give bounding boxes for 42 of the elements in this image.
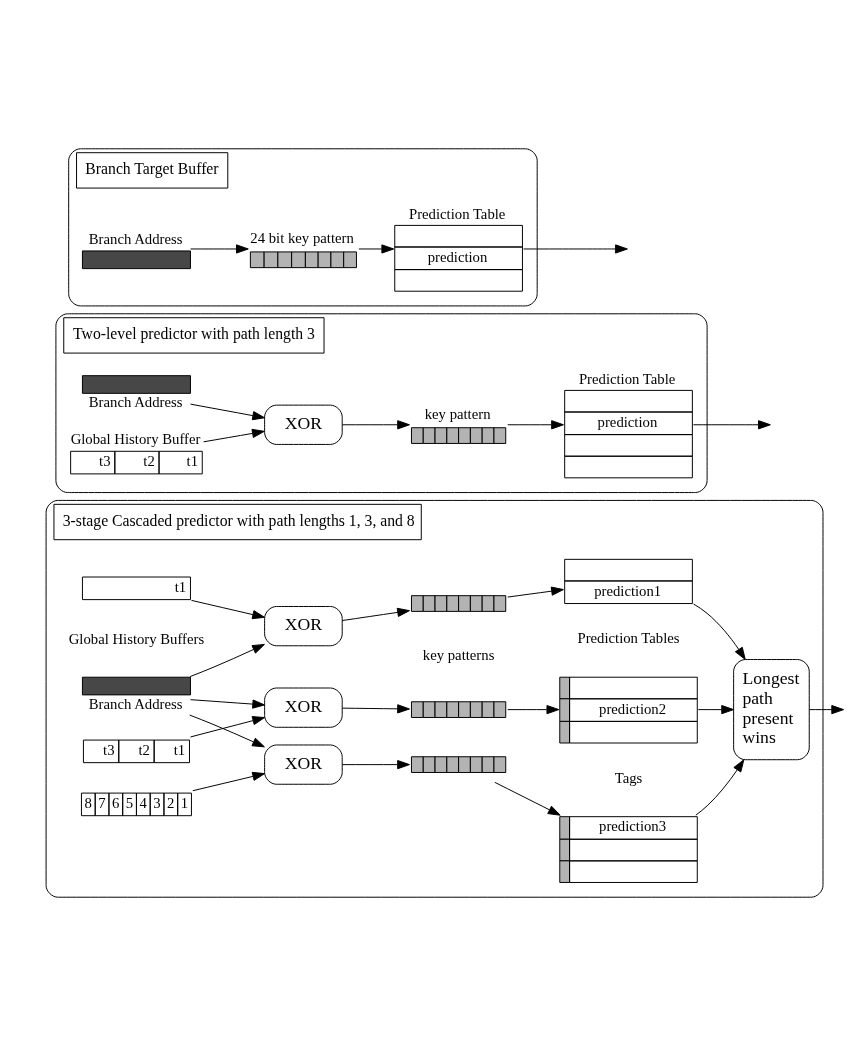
node-box: XOR — [264, 606, 343, 647]
arrow — [697, 705, 735, 715]
arrow — [494, 781, 561, 816]
node-box: Longest path present wins — [733, 659, 810, 761]
label: Tags — [614, 769, 643, 786]
arrow — [695, 759, 745, 816]
arrow — [341, 607, 410, 622]
node-label: Branch Address — [88, 231, 183, 248]
label: Prediction Tables — [577, 630, 680, 647]
node-box: XOR — [264, 687, 343, 728]
arrow — [507, 586, 564, 598]
arrow — [523, 244, 628, 254]
arrow — [341, 704, 410, 714]
arrow — [189, 643, 265, 678]
node-label: Prediction Table — [578, 370, 676, 387]
node-box: XOR — [264, 404, 343, 445]
arrow — [190, 244, 249, 254]
node-box: XOR — [264, 744, 343, 785]
label: Global History Buffers — [68, 631, 205, 648]
node-box: t1 — [81, 576, 191, 601]
arrow — [190, 599, 265, 620]
arrow — [189, 714, 265, 748]
arrow — [192, 771, 266, 792]
node-label: key pattern — [424, 405, 491, 422]
arrow — [358, 244, 395, 254]
arrow — [507, 705, 560, 715]
arrow — [190, 716, 266, 738]
arrow — [190, 403, 266, 421]
node-label: 24 bit key pattern — [250, 230, 354, 247]
arrow — [190, 699, 266, 709]
node-label: Prediction Table — [409, 205, 506, 222]
node-label: Global History Buffer — [70, 431, 201, 448]
arrow — [693, 603, 746, 660]
node-label: Branch Address — [88, 695, 183, 712]
arrow — [203, 428, 265, 443]
arrow — [692, 420, 771, 430]
label: key patterns — [422, 647, 495, 664]
arrow — [341, 420, 410, 430]
arrow — [808, 705, 845, 715]
node-label: Branch Address — [88, 394, 183, 411]
arrow — [341, 760, 410, 770]
arrow — [507, 420, 564, 430]
